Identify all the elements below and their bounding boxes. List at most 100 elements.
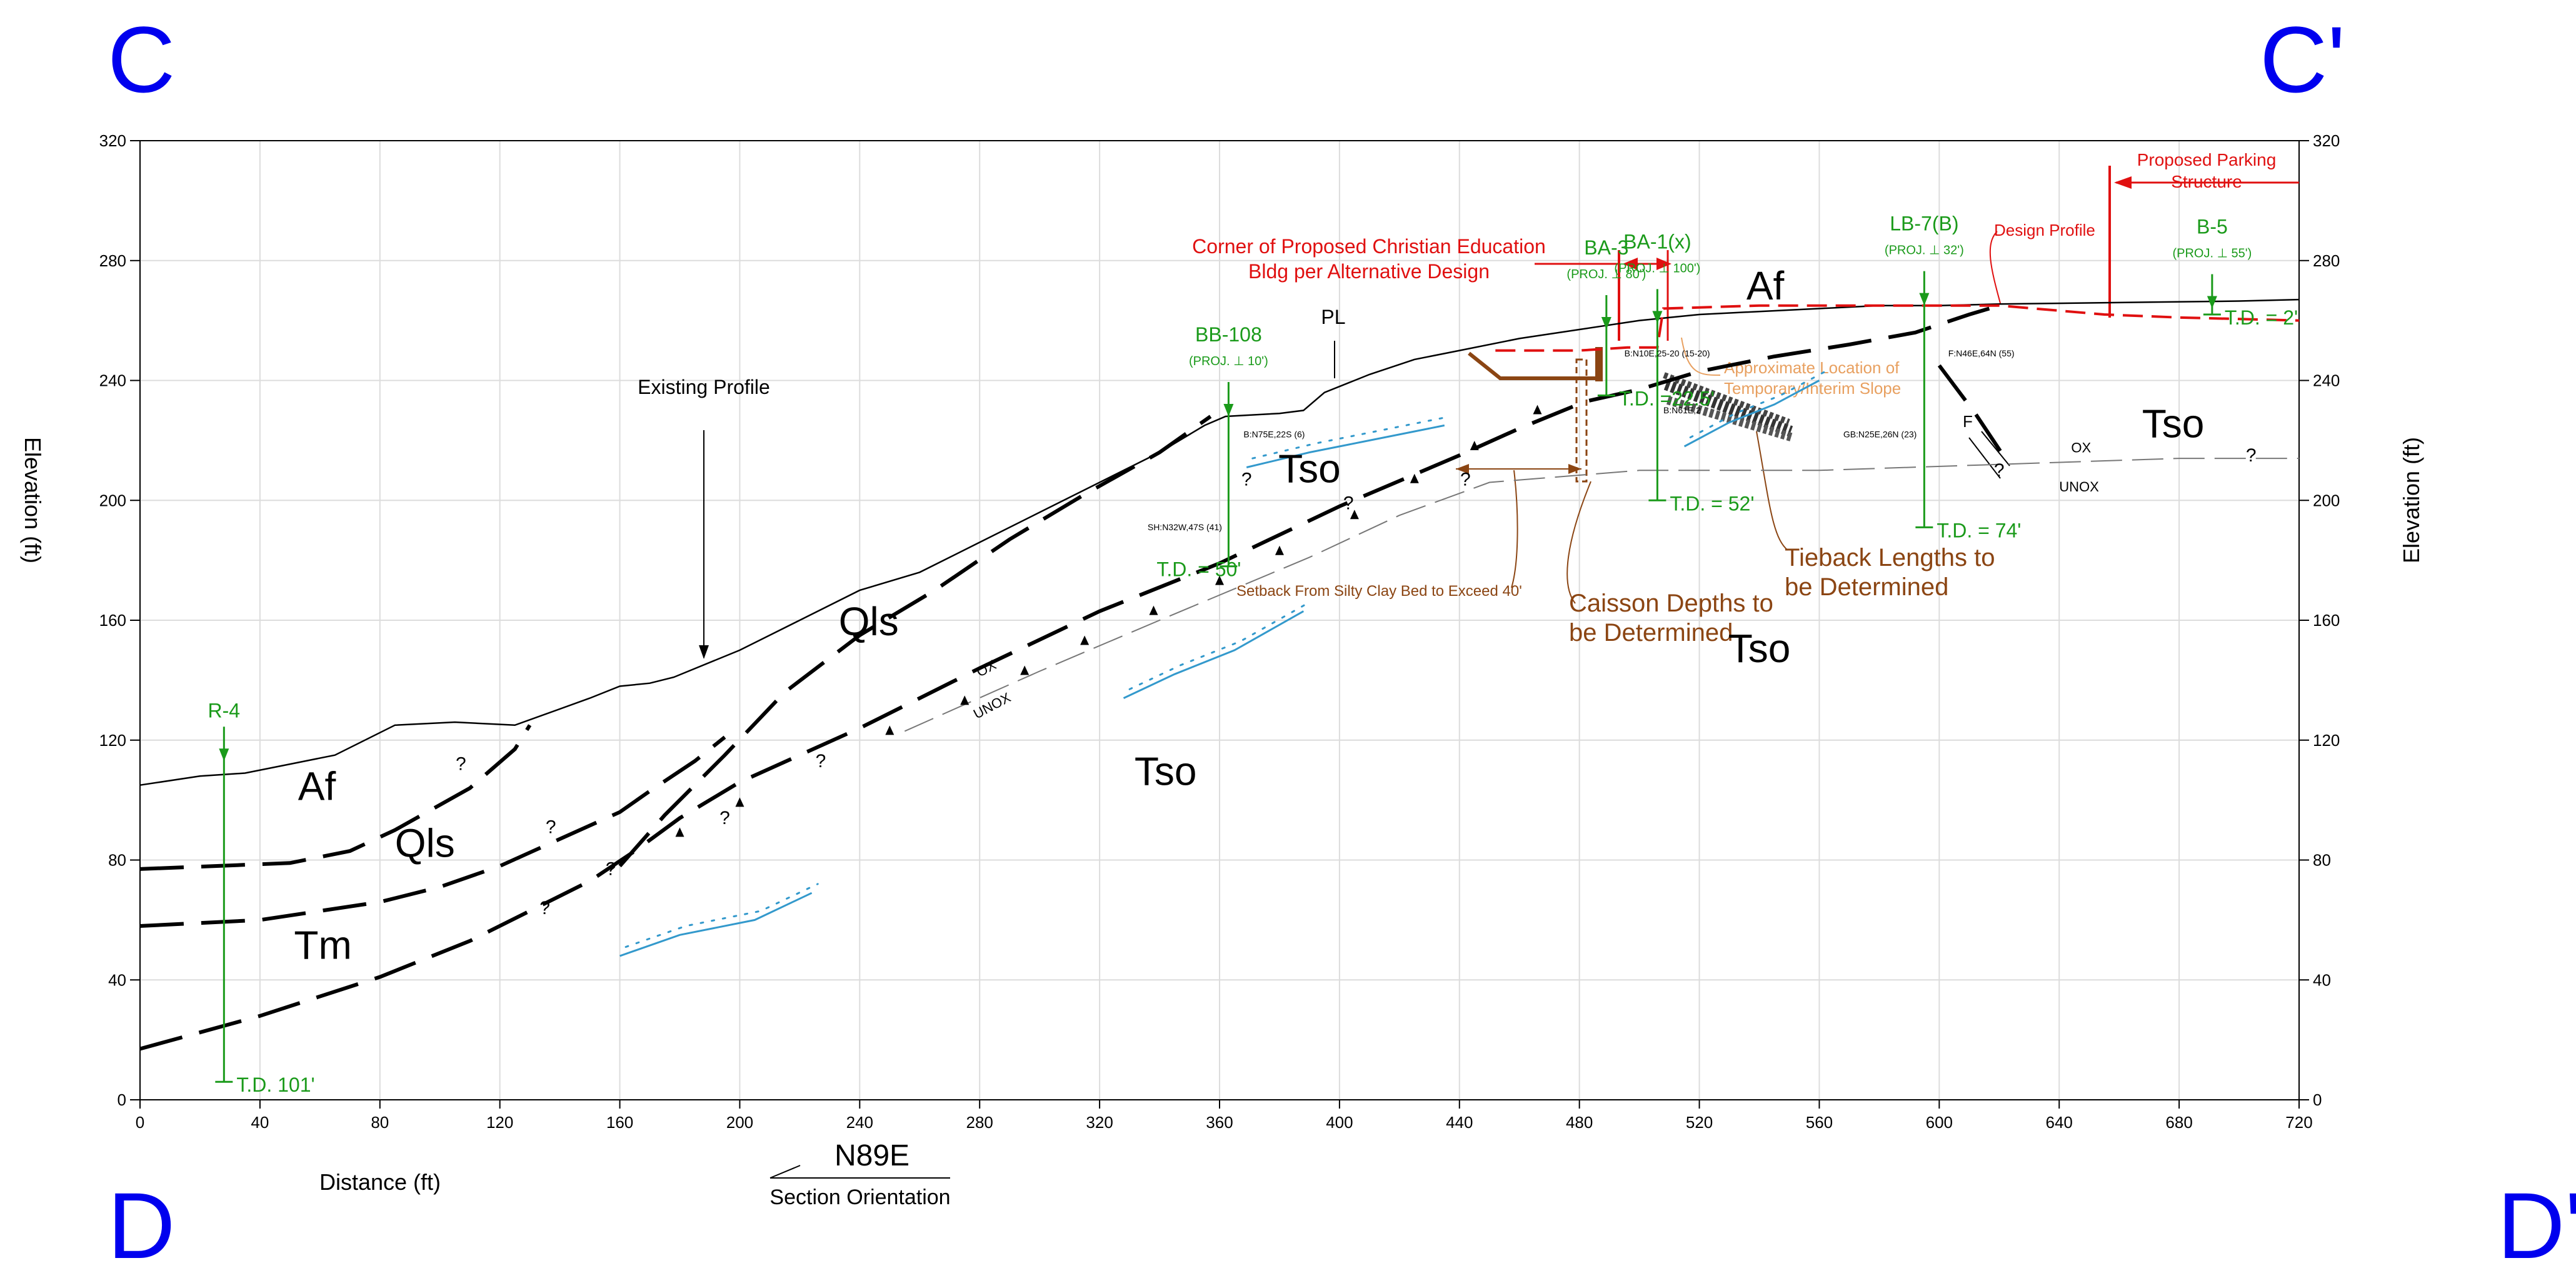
shear-triangle [675, 827, 684, 837]
x-tick-label: 40 [251, 1113, 269, 1132]
y-tick-label-left: 0 [118, 1090, 126, 1109]
x-tick-label: 720 [2285, 1113, 2312, 1132]
orientation-arrow [769, 1165, 801, 1179]
x-tick-label: 0 [136, 1113, 144, 1132]
x-tick-label: 160 [606, 1113, 633, 1132]
silty-clay-bed [1246, 424, 1445, 468]
section-orientation: N89E Section Orientation [769, 1139, 950, 1209]
setback-leader [1511, 470, 1518, 588]
proposed-bldg-arrowhead-r [1656, 258, 1671, 270]
borings: R-4T.D. 101'BB-108(PROJ. ⊥ 10')T.D. = 50… [208, 213, 2298, 1097]
section-letter-d-prime: D' [2497, 1173, 2576, 1278]
y-tick-label-right: 160 [2313, 611, 2340, 630]
proposed-bldg-line-2: Bldg per Alternative Design [1248, 260, 1490, 283]
proposed-parking-line-1: Proposed Parking [2137, 150, 2277, 169]
boring-projection: (PROJ. ⊥ 32') [1885, 244, 1964, 258]
unox-label-left: UNOX [971, 690, 1013, 722]
design-profile-leader [1989, 231, 2001, 304]
y-axis-label-left: Elevation (ft) [20, 437, 46, 563]
caisson-leader [1566, 481, 1591, 604]
uncertainty-mark: ? [2246, 445, 2257, 466]
attitude-note: B:N75E,22S (6) [1243, 430, 1305, 440]
y-tick-label-left: 120 [99, 731, 126, 750]
fault-label: F [1963, 412, 1973, 431]
existing-profile-label: Existing Profile [638, 376, 770, 398]
boring-r-4: R-4T.D. 101' [208, 699, 315, 1096]
unit-tso-low: Tso [1135, 749, 1197, 794]
boring-arrowhead [1223, 404, 1234, 417]
silty-clay-bed-dots [624, 883, 819, 948]
approx-slope-line-2: Temporary/Interim Slope [1724, 379, 1901, 398]
shear-triangle [1080, 635, 1090, 645]
uncertainty-mark: ? [719, 808, 730, 828]
x-tick-label: 400 [1326, 1113, 1353, 1132]
x-tick-label: 280 [966, 1113, 993, 1132]
attitude-note: GB:N25E,26N (23) [1843, 430, 1917, 440]
contact-fault-f [1937, 364, 2007, 460]
boring-name: R-4 [208, 699, 241, 722]
boring-total-depth: T.D. = 74' [1937, 519, 2021, 541]
y-tick-label-right: 320 [2313, 131, 2340, 150]
proposed-bldg-annotation: Corner of Proposed Christian Education B… [1192, 235, 1671, 341]
fault-arrow-2 [1981, 431, 2010, 466]
fault-notation: F [1963, 412, 2010, 479]
x-tick-label: 520 [1686, 1113, 1713, 1132]
shear-symbols [675, 405, 1542, 837]
boring-ba-3: BA-3(PROJ. ⊥ 80')T.D. =22.5' [1566, 236, 1714, 410]
attitude-note: B:N61E,2 [1663, 405, 1701, 415]
boring-projection: (PROJ. ⊥ 10') [1189, 355, 1268, 368]
design-grade-profile [1495, 304, 2300, 352]
uncertainty-mark: ? [816, 751, 826, 772]
x-tick-label: 360 [1206, 1113, 1233, 1132]
y-tick-label-left: 160 [99, 611, 126, 630]
boring-total-depth: T.D. = 2' [2225, 306, 2298, 329]
attitude-note: F:N46E,64N (55) [1948, 348, 2015, 358]
y-tick-label-left: 80 [108, 851, 126, 870]
caisson-label-line-2: be Determined [1569, 619, 1733, 647]
silty-clay-bed-dots [1128, 601, 1311, 690]
y-tick-label-right: 40 [2313, 970, 2331, 989]
tieback-3 [1663, 372, 1790, 425]
silty-clay-bed [1683, 380, 1820, 448]
silty-clay-bed [619, 892, 813, 957]
shear-triangle [1350, 510, 1359, 520]
design-profile-label: Design Profile [1994, 221, 2095, 239]
boring-total-depth: T.D. = 52' [1670, 492, 1754, 515]
boring-name: BB-108 [1195, 323, 1262, 346]
y-tick-label-right: 0 [2313, 1090, 2322, 1109]
contact-tm-base [139, 303, 2000, 1051]
tieback-label-line-1: Tieback Lengths to [1785, 544, 1995, 571]
approx-slope-leader [1681, 337, 1721, 376]
shear-triangle [1020, 665, 1030, 675]
proposed-parking-arrowhead [2114, 176, 2132, 189]
proposed-parking-annotation: Proposed Parking Structure [2108, 150, 2299, 318]
existing-profile-text: Existing Profile [638, 376, 770, 398]
tieback-leader [1756, 431, 1788, 551]
boring-arrowhead [1919, 293, 1930, 306]
uncertainty-mark: ? [1994, 460, 2005, 481]
shear-triangle [1470, 440, 1479, 450]
unit-qls-left: Qls [395, 821, 455, 866]
y-tick-label-right: 240 [2313, 371, 2340, 390]
y-tick-label-left: 200 [99, 491, 126, 510]
boring-name: BA-3 [1584, 236, 1628, 259]
attitude-note: SH:N32W,47S (41) [1148, 522, 1222, 532]
orientation-label: Section Orientation [769, 1185, 950, 1209]
contact-qls-base-left [139, 735, 726, 928]
x-tick-label: 200 [726, 1113, 753, 1132]
y-tick-label-left: 320 [99, 131, 126, 150]
y-axis-label-right: Elevation (ft) [2398, 437, 2424, 563]
proposed-bldg-arrowhead-l [1623, 258, 1638, 270]
uncertainty-mark: ? [456, 754, 466, 775]
tieback-1 [1663, 379, 1793, 437]
x-tick-label: 320 [1086, 1113, 1113, 1132]
x-tick-label: 240 [846, 1113, 873, 1132]
geologic-contacts [139, 303, 2007, 1051]
profiles [139, 298, 2300, 786]
boring-name: B-5 [2197, 215, 2228, 238]
uncertainty-mark: ? [606, 858, 616, 879]
